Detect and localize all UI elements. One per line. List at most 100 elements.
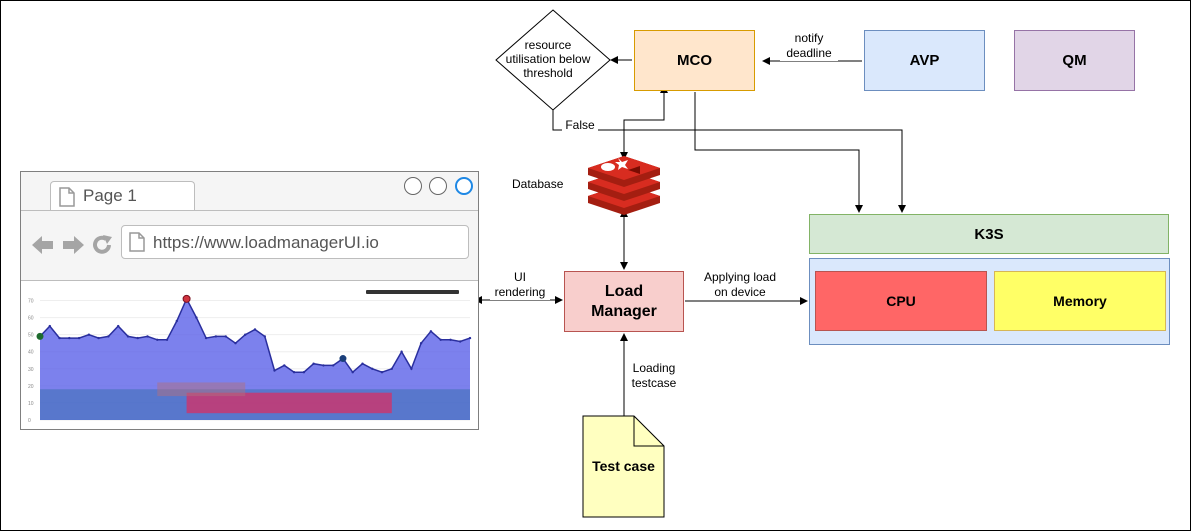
address-bar[interactable]: https://www.loadmanagerUI.io: [121, 225, 469, 259]
data-point: [292, 371, 296, 374]
data-point: [419, 342, 423, 345]
edge-label-loading-testcase: Loading testcase: [626, 361, 682, 391]
database-label: Database: [512, 177, 564, 191]
data-point: [204, 336, 208, 340]
data-point: [273, 369, 276, 372]
data-point: [136, 336, 139, 340]
edge-label-loading-testcase-line2: testcase: [631, 376, 677, 390]
edge-label-applying-load-line2: on device: [714, 285, 766, 299]
data-point: [380, 371, 384, 374]
avp-label: AVP: [909, 52, 940, 69]
data-point: [283, 364, 286, 367]
decision-label: resource utilisation below threshold: [496, 38, 600, 80]
legend-bar: [366, 290, 459, 294]
data-point: [214, 335, 218, 338]
data-point: [126, 335, 130, 338]
tab-label: Page 1: [83, 186, 137, 205]
data-point: [156, 338, 159, 341]
data-point: [97, 336, 100, 340]
data-point: [351, 371, 354, 374]
browser-window: Page 1 https://www.loadmanagerUI.io 70 60…: [20, 171, 479, 430]
data-point: [58, 336, 61, 340]
page-icon: [59, 187, 75, 207]
data-point: [107, 335, 110, 338]
y-tick-label: 30: [28, 367, 34, 373]
mco-node: MCO: [634, 30, 755, 91]
data-point: [146, 335, 149, 338]
avp-node: AVP: [864, 30, 985, 91]
peak-marker: [182, 294, 191, 303]
cpu-node: CPU: [815, 271, 987, 331]
y-tick-label: 0: [28, 418, 31, 424]
close-button[interactable]: [455, 177, 473, 195]
data-point: [263, 335, 266, 338]
y-tick-label: 10: [28, 401, 34, 407]
edge-label-notify-line1: notify: [794, 31, 824, 45]
data-point: [429, 330, 433, 333]
browser-chrome: Page 1 https://www.loadmanagerUI.io: [21, 172, 478, 281]
data-point: [322, 364, 325, 367]
data-point: [87, 333, 91, 336]
highlight-bar: [157, 382, 246, 397]
data-point: [468, 336, 472, 340]
highlight-band: [186, 392, 392, 414]
minimize-button[interactable]: [404, 177, 422, 195]
decision-label-line1: resource: [524, 38, 572, 52]
data-point: [459, 340, 462, 343]
edge-label-ui-rendering-line1: UI: [514, 270, 526, 284]
data-point: [332, 364, 335, 367]
data-point: [302, 371, 306, 374]
edge-false-k3s: [552, 110, 906, 213]
page-icon: [129, 232, 145, 252]
data-point: [400, 350, 403, 353]
y-tick-label: 60: [28, 316, 34, 322]
decision-diamond: [495, 9, 611, 111]
test-case-label: Test case: [592, 458, 655, 474]
load-manager-label-line1: Load: [604, 282, 644, 300]
edge-label-ui-rendering-line2: rendering: [494, 285, 546, 299]
start-marker: [36, 332, 44, 340]
y-tick-label: 50: [28, 333, 34, 339]
data-point: [165, 338, 169, 341]
maximize-button[interactable]: [429, 177, 447, 195]
edge-label-loading-testcase-line1: Loading: [632, 361, 676, 375]
data-point: [175, 319, 178, 323]
mco-label: MCO: [677, 52, 712, 69]
forward-icon[interactable]: [61, 234, 85, 256]
edge-label-notify-line2: deadline: [786, 46, 832, 60]
data-point: [371, 367, 374, 370]
tab-divider: [21, 210, 478, 211]
data-point: [253, 328, 257, 331]
data-point: [48, 324, 51, 328]
data-point: [195, 316, 198, 319]
y-tick-label: 40: [28, 350, 34, 356]
refresh-icon[interactable]: [91, 234, 113, 256]
test-case-fold: [633, 416, 664, 447]
browser-tab[interactable]: Page 1: [50, 181, 195, 211]
edge-mco-k3s: [694, 92, 863, 213]
area-chart: 70 60 50 40 30 20 10 0: [28, 290, 472, 424]
cpu-label: CPU: [886, 293, 916, 309]
data-point: [361, 362, 364, 365]
y-tick-label: 70: [28, 299, 34, 305]
load-manager-node: Load Manager: [564, 271, 684, 332]
y-tick-label: 20: [28, 384, 34, 390]
edge-label-notify: notify deadline: [780, 31, 838, 61]
database-icon: [588, 156, 660, 215]
chart-area: 70 60 50 40 30 20 10 0: [26, 284, 474, 426]
memory-label: Memory: [1053, 293, 1107, 309]
data-point: [449, 338, 452, 341]
decision-label-line3: threshold: [523, 66, 573, 80]
low-marker: [339, 355, 347, 363]
data-point: [234, 342, 237, 345]
qm-node: QM: [1014, 30, 1135, 91]
k3s-header: K3S: [809, 214, 1169, 254]
data-point: [224, 335, 227, 338]
edge-db-mco: [620, 85, 668, 160]
decision-label-line2: utilisation below: [505, 52, 591, 66]
back-icon[interactable]: [31, 234, 55, 256]
load-manager-label-line2: Manager: [591, 302, 657, 320]
edge-label-false: False: [562, 118, 598, 133]
qm-label: QM: [1062, 52, 1087, 69]
